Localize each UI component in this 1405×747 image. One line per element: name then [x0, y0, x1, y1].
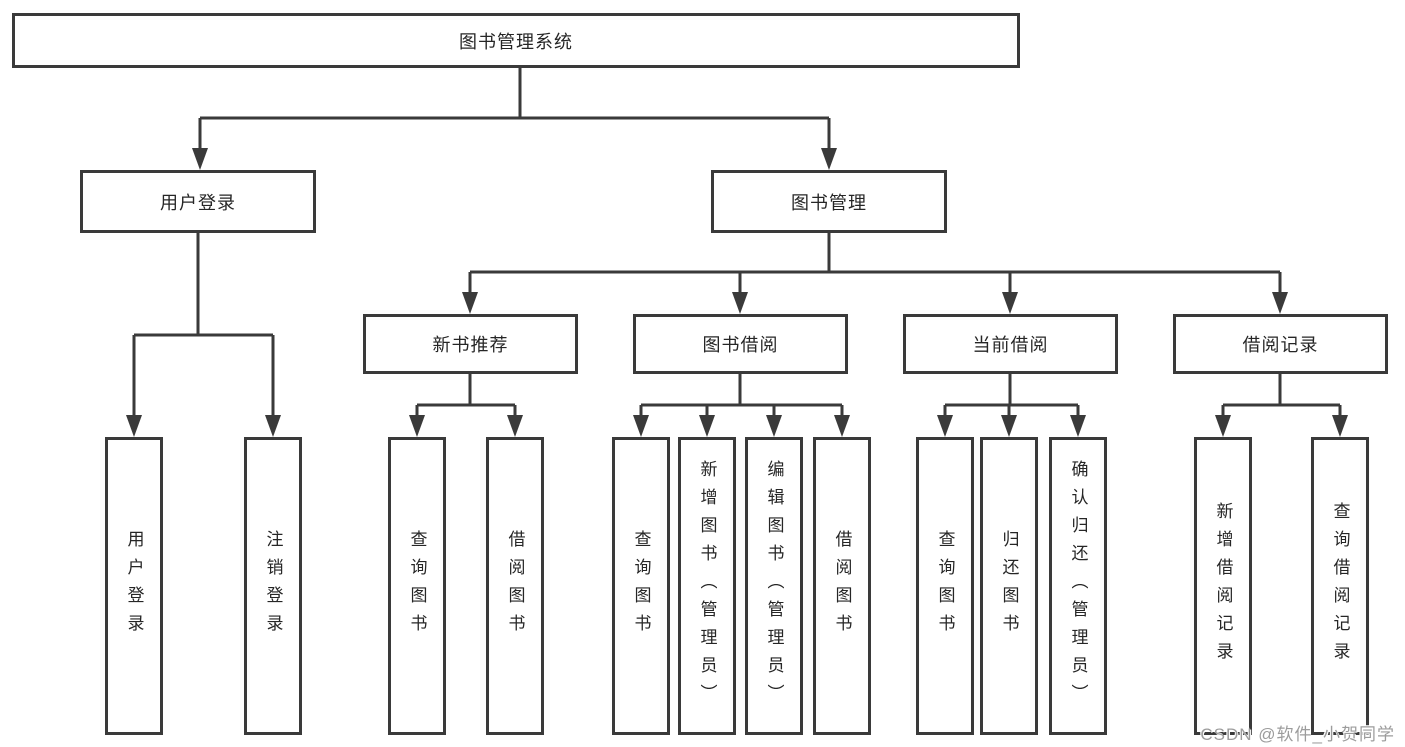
leaf-newbook-query-books: 查询图书	[388, 437, 446, 735]
leaf-borrow-add-books-admin: 新增图书（管理员）	[678, 437, 736, 735]
node-user-login: 用户登录	[80, 170, 316, 233]
node-root-library-system: 图书管理系统	[12, 13, 1020, 68]
connector-borrow-to-leaves	[639, 374, 844, 419]
leaf-newbook-borrow-books: 借阅图书	[486, 437, 544, 735]
leaf-records-query-record: 查询借阅记录	[1311, 437, 1369, 735]
leaf-user-login: 用户登录	[105, 437, 163, 735]
connector-bookmgmt-to-level3	[468, 233, 1282, 296]
leaf-current-query-books: 查询图书	[916, 437, 974, 735]
leaf-borrow-query-books: 查询图书	[612, 437, 670, 735]
csdn-watermark: CSDN @软件_小贺同学	[1200, 725, 1395, 744]
connector-newbook-to-leaves	[415, 374, 517, 419]
node-book-management: 图书管理	[711, 170, 947, 233]
node-current-borrow: 当前借阅	[903, 314, 1118, 374]
connector-current-to-leaves	[943, 374, 1080, 419]
leaf-borrow-borrow-books: 借阅图书	[813, 437, 871, 735]
leaf-current-return-books: 归还图书	[980, 437, 1038, 735]
leaf-records-add-record: 新增借阅记录	[1194, 437, 1252, 735]
leaf-current-confirm-return-admin: 确认归还（管理员）	[1049, 437, 1107, 735]
connector-root-to-level2	[198, 68, 831, 152]
connector-records-to-leaves	[1221, 374, 1342, 419]
node-new-book-recommend: 新书推荐	[363, 314, 578, 374]
leaf-logout: 注销登录	[244, 437, 302, 735]
leaf-borrow-edit-books-admin: 编辑图书（管理员）	[745, 437, 803, 735]
node-borrow-records: 借阅记录	[1173, 314, 1388, 374]
node-book-borrow: 图书借阅	[633, 314, 848, 374]
connector-userlogin-to-leaves	[132, 233, 275, 419]
